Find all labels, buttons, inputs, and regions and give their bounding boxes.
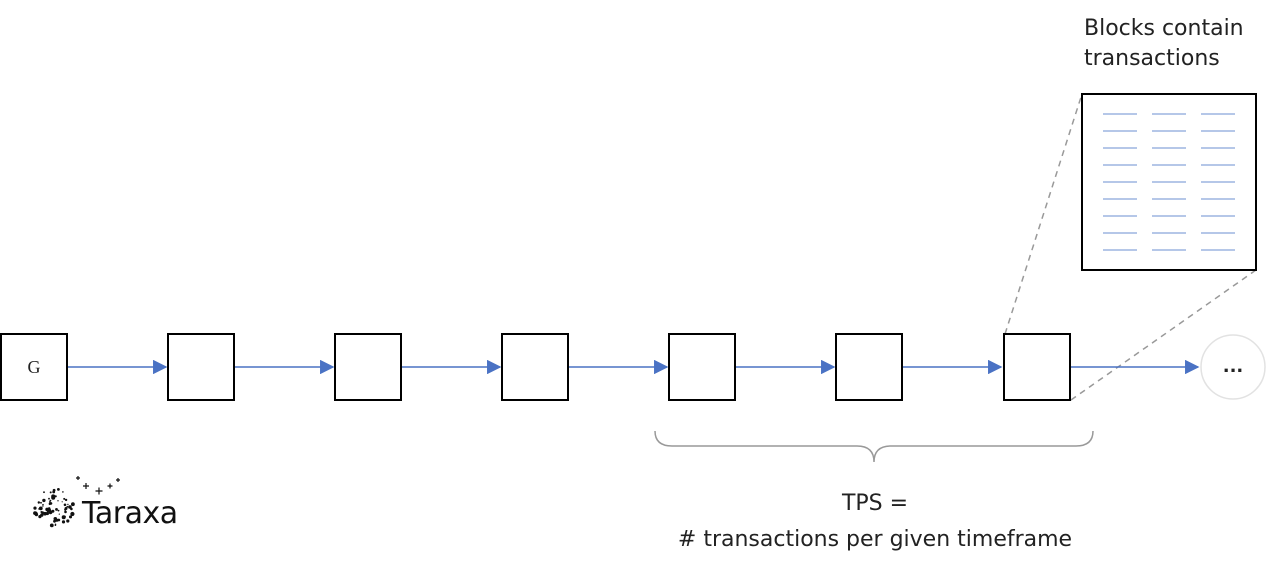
callout-title-line1: Blocks contain: [1084, 16, 1244, 41]
logo-dot: [66, 519, 70, 523]
block-2: [167, 333, 235, 401]
logo-dot: [33, 506, 37, 510]
logo-dot: [48, 501, 51, 503]
logo-dot: [37, 501, 40, 504]
logo-dot: [57, 488, 60, 491]
tps-caption: TPS = # transactions per given timeframe: [640, 486, 1110, 558]
logo-sparkle: [107, 483, 113, 489]
logo-dot: [64, 498, 68, 502]
logo-dot: [34, 512, 39, 517]
transaction-lines: [1103, 113, 1235, 251]
block-3: [334, 333, 402, 401]
block-4: [501, 333, 569, 401]
logo-dot: [61, 520, 66, 524]
logo-dot: [49, 491, 52, 494]
logo-sparkle: [76, 476, 80, 480]
logo-sparkle: [83, 483, 89, 489]
zoom-line-lower: [1070, 269, 1257, 401]
logo-dot: [40, 513, 44, 517]
logo-dot: [54, 495, 57, 498]
logo-dot: [42, 503, 44, 506]
logo-sparkle: [116, 478, 120, 482]
chain-blocks: [0, 333, 1071, 401]
logo-dot: [57, 500, 59, 502]
logo-dot: [57, 509, 60, 512]
logo-dot: [54, 524, 57, 526]
logo-dot: [45, 511, 50, 516]
tps-caption-line2: # transactions per given timeframe: [677, 527, 1073, 552]
tps-caption-line1: TPS =: [841, 491, 909, 516]
logo-dot: [61, 501, 63, 503]
more-blocks-circle: [1200, 334, 1266, 400]
logo-dot: [66, 505, 69, 508]
logo-dot: [67, 503, 69, 506]
logo-sparkle: [95, 487, 103, 495]
logo-dot: [38, 506, 43, 511]
logo-dot: [70, 511, 75, 517]
callout-title-line2: transactions: [1084, 46, 1220, 71]
callout-title: Blocks contain transactions: [1084, 14, 1264, 74]
logo-dot: [49, 499, 52, 502]
block-6: [835, 333, 903, 401]
logo-dot: [69, 506, 71, 508]
logo-dot: [71, 502, 75, 507]
logo-dot: [40, 501, 42, 504]
logo-dot: [62, 491, 64, 493]
logo-dot: [63, 503, 67, 507]
logo-dot: [58, 513, 60, 515]
logo-dot: [43, 491, 45, 494]
taraxa-logo-text: Taraxa: [82, 496, 178, 531]
genesis-block-label: G: [27, 357, 41, 377]
block-7: [1003, 333, 1071, 401]
logo-dot: [43, 511, 47, 516]
logo-dot: [42, 505, 44, 507]
logo-dot: [51, 509, 55, 513]
logo-dot: [64, 510, 67, 514]
logo-dot: [48, 502, 51, 506]
logo-dot: [69, 516, 72, 519]
genesis-block: [0, 333, 68, 401]
block-5: [668, 333, 736, 401]
logo-dot: [51, 494, 56, 499]
more-blocks-label: ...: [1222, 356, 1244, 377]
logo-dot: [55, 508, 58, 511]
logo-dot: [63, 497, 66, 500]
logo-dot: [53, 517, 58, 521]
zoom-line-upper: [1004, 93, 1083, 335]
logo-dot: [64, 507, 68, 510]
logo-dot: [52, 488, 56, 492]
logo-dot: [42, 498, 46, 503]
logo-dot: [46, 507, 52, 513]
taraxa-logo-icon: [33, 476, 120, 528]
logo-dot: [63, 515, 66, 518]
logo-dot: [49, 523, 54, 528]
tps-brace: [654, 430, 1094, 463]
logo-dot: [41, 511, 44, 514]
logo-dot: [48, 497, 50, 500]
